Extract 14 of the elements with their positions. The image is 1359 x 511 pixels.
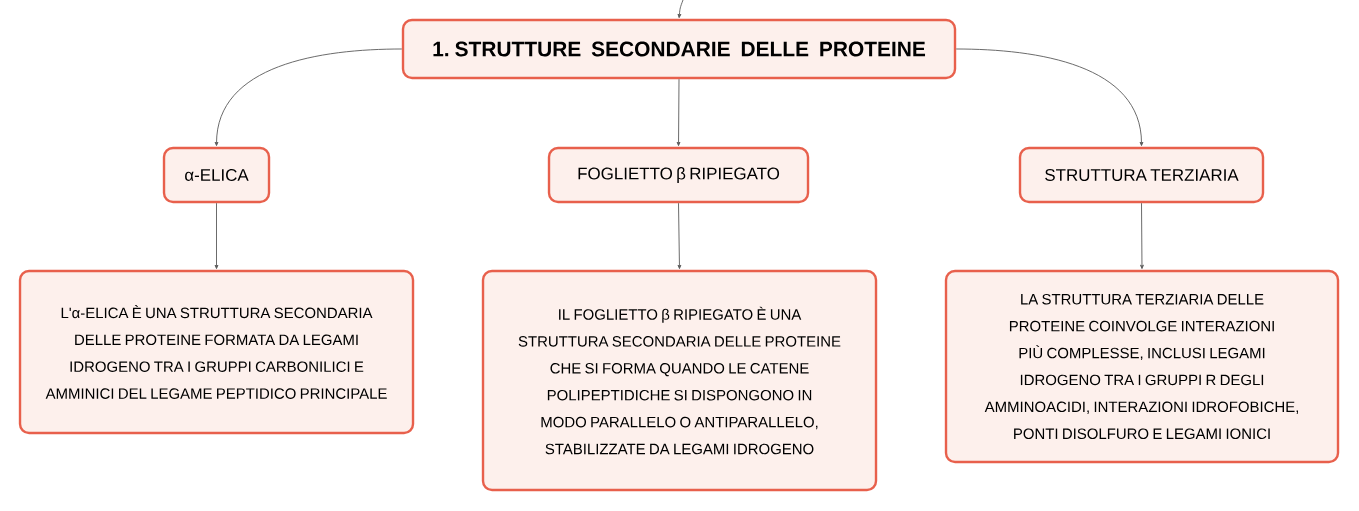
topic-box: STRUTTURA TERZIARIA [1018, 146, 1265, 204]
description-box: LA STRUTTURA TERZIARIA DELLE PROTEINE COINVOLGE INTERAZIONI PIÙ COMPLESSE, INCLUSI LEGAMI IDROGENO TRA I GRUPPI R DEGLI AMMINOACIDI, INTERAZIONI IDROFOBICHE, PONTI DISOLFURO E LEGAMI IONICI [944, 269, 1340, 464]
description-box: L'α-ELICA È UNA STRUTTURA SECONDARIA DELLE PROTEINE FORMATA DA LEGAMI IDROGENO TRA I GRUPPI CARBONILICI E AMMINICI DEL LEGAME PEPTIDICO PRINCIPALE [18, 269, 415, 435]
arrow [677, 202, 682, 270]
arrow [214, 202, 219, 270]
arrow [1140, 202, 1144, 270]
arrow [677, 0, 684, 19]
arrow [676, 78, 681, 147]
topic-box: FOGLIETTO β RIPIEGATO [547, 146, 810, 204]
arrow [955, 48, 1144, 147]
arrow [214, 48, 403, 147]
title-box: 1. STRUTTURE SECONDARIE DELLE PROTEINE [401, 18, 957, 80]
topic-box: α-ELICA [162, 146, 271, 204]
description-box: IL FOGLIETTO β RIPIEGATO È UNA STRUTTURA SECONDARIA DELLE PROTEINE CHE SI FORMA QUANDO LE CATENE POLIPEPTIDICHE SI DISPONGONO IN MODO PARALLELO O ANTIPARALLELO, STABILIZZATE DA LEGAMI IDROGENO [481, 269, 878, 492]
